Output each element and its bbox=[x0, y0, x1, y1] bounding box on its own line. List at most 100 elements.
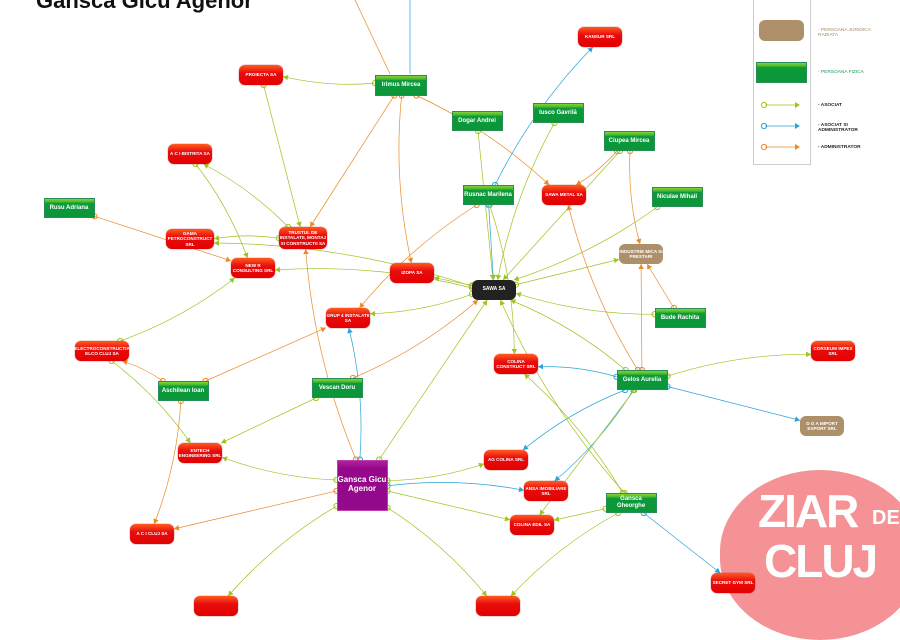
node-rusnac[interactable]: Rusnac Marilena bbox=[462, 185, 514, 205]
edge-arrowhead bbox=[587, 47, 593, 53]
node-gelos[interactable]: Gelos Aurelia bbox=[616, 370, 668, 390]
edge-arrowhead bbox=[613, 257, 619, 264]
edge-arrowhead bbox=[185, 437, 191, 443]
node-dogar[interactable]: Dogar Andrei bbox=[451, 111, 503, 131]
node-gama[interactable]: GAMA PETROCONSTRUCT SRL bbox=[166, 229, 214, 249]
node-agcolina[interactable]: AG COLINA SRL bbox=[484, 450, 528, 470]
edge-arrowhead bbox=[214, 235, 220, 241]
edge-arrowhead bbox=[481, 590, 487, 596]
node-corseum[interactable]: CORSEUM IMPEX SRL bbox=[811, 341, 855, 361]
edge-bude-sawa bbox=[515, 292, 658, 318]
edge-arrowhead bbox=[638, 264, 644, 270]
edge-arrowhead bbox=[516, 292, 522, 298]
node-secret[interactable]: SECRET GYM SRL bbox=[711, 573, 755, 593]
edge-arrowhead bbox=[243, 252, 249, 258]
edge-arrowhead bbox=[222, 456, 228, 462]
edge-arrowhead bbox=[407, 257, 414, 263]
watermark-de: DE bbox=[872, 507, 900, 529]
node-kansur[interactable]: KANSUR SRL bbox=[578, 27, 622, 47]
edge-gelos-ansa bbox=[554, 386, 637, 482]
edge-arrowhead bbox=[472, 300, 478, 306]
edge-arrowhead bbox=[153, 518, 159, 524]
node-vescan[interactable]: Vescan Doru bbox=[311, 378, 363, 398]
node-trustul[interactable]: TRUSTUL DE INSTALATII, MONTAJ SI CONSTRU… bbox=[279, 227, 327, 249]
edge-arrowhead bbox=[370, 310, 376, 317]
node-gheorghe[interactable]: Gansca Gheorghe bbox=[605, 493, 657, 513]
edge-arrowhead bbox=[221, 438, 227, 444]
edge-aschilean-grup4 bbox=[202, 327, 327, 385]
node-sawametal[interactable]: SAWA METAL SA bbox=[542, 185, 586, 205]
node-newr[interactable]: NEW R CONSULTING SRL bbox=[231, 258, 275, 278]
node-niculae[interactable]: Niculae Mihail bbox=[651, 187, 703, 207]
node-iusco[interactable]: Iusco Gavrilă bbox=[532, 103, 584, 123]
edge-irimus-izopa bbox=[398, 92, 414, 264]
watermark-cluj: CLUJ bbox=[764, 535, 878, 587]
edge-arrowhead bbox=[275, 266, 281, 273]
edge-arrowhead bbox=[503, 274, 509, 280]
node-bottom1[interactable] bbox=[194, 596, 238, 616]
edge-gelos-dga bbox=[664, 383, 801, 422]
edge-irimus-sawametal bbox=[413, 92, 550, 186]
node-dga[interactable]: D G A IMPORT EXPORT SRL bbox=[800, 416, 844, 436]
edge-arrowhead bbox=[518, 486, 524, 493]
node-acicluj[interactable]: A C I CLUJ SA bbox=[130, 524, 174, 544]
node-aschilean[interactable]: Aschilean Ioan bbox=[157, 381, 209, 401]
edge-arrowhead bbox=[228, 590, 234, 596]
edge-rusnac-colinaconstruct bbox=[486, 201, 518, 355]
edge-arrowhead bbox=[543, 179, 550, 185]
edge-arrowhead bbox=[310, 221, 316, 227]
node-bude[interactable]: Bude Rachita bbox=[654, 308, 706, 328]
node-irimus[interactable]: Irimus Mircea bbox=[375, 74, 427, 96]
edge-arrowhead bbox=[523, 444, 529, 450]
edge-sawa-izopa bbox=[433, 275, 476, 289]
edge-arrowhead bbox=[554, 475, 561, 481]
edge-gheorghe-secret bbox=[640, 509, 721, 574]
edge-arrowhead bbox=[359, 302, 365, 308]
edge-arrowhead bbox=[225, 256, 231, 262]
node-grup4[interactable]: GRUP 4 INSTALATII SA bbox=[326, 308, 370, 328]
node-bottom2[interactable] bbox=[476, 596, 520, 616]
edge-gelos-agcolina bbox=[522, 386, 629, 451]
edge-rusnac-sawa bbox=[485, 201, 496, 281]
edge-arrowhead bbox=[504, 515, 510, 522]
legend-asociat-label: - ASOCIAT bbox=[818, 103, 842, 108]
node-industrie[interactable]: INDUSTRIE MICA SI PRESTARI bbox=[619, 244, 663, 264]
edge-arrowhead bbox=[805, 351, 811, 358]
edge-elco-newr bbox=[117, 277, 236, 345]
edge-proiecta-trustul bbox=[260, 81, 302, 228]
edge-gansca-sawa bbox=[376, 299, 488, 463]
edge-bude-industrie bbox=[646, 263, 678, 312]
edge-arrowhead bbox=[576, 180, 582, 185]
legend-dissolved-swatch bbox=[759, 20, 804, 41]
edge-rusnac-grup4 bbox=[359, 201, 480, 309]
node-izopa[interactable]: IZOPA SA bbox=[390, 263, 434, 283]
legend-box bbox=[753, 0, 811, 165]
edge-arrowhead bbox=[489, 274, 496, 280]
node-entech[interactable]: ENTECH ENGINEERING SRL bbox=[178, 443, 222, 463]
edge-niculae-sawa bbox=[513, 203, 661, 282]
edge-arrowhead bbox=[122, 359, 128, 366]
node-rusu[interactable]: Rusu Adriana bbox=[43, 198, 95, 218]
watermark-ziar: ZIAR bbox=[758, 485, 859, 537]
node-elco[interactable]: ELECTROCONSTRUCTIA ELCO CLUJ SA bbox=[74, 341, 130, 361]
node-gansca[interactable]: Gansca Gicu Agenor bbox=[336, 459, 388, 511]
edge-irimus-proiecta bbox=[282, 74, 379, 87]
node-sawa[interactable]: SAWA SA bbox=[472, 280, 516, 300]
edge-vescan-entech bbox=[220, 394, 320, 444]
edge-arrowhead bbox=[566, 205, 573, 211]
edge-gansca-ansa bbox=[384, 482, 525, 493]
node-colinaedil[interactable]: COLINA EDIL SA bbox=[510, 515, 554, 535]
edge-arrowhead bbox=[524, 374, 530, 380]
edge-arrowhead bbox=[203, 163, 210, 169]
node-colinaconstruct[interactable]: COLINA CONSTRUCT SRL bbox=[494, 354, 538, 374]
node-acibistrita[interactable]: A C I BISTRITA SA bbox=[168, 144, 212, 164]
edge-arrowhead bbox=[510, 590, 517, 596]
edge-arrowhead bbox=[794, 416, 800, 422]
legend-person-swatch bbox=[756, 62, 807, 83]
node-ansa[interactable]: ANSA IMOBILIARE SRL bbox=[524, 481, 568, 501]
edge-gansca-bottom1 bbox=[227, 503, 340, 597]
node-ciupea[interactable]: Ciupea Mircea bbox=[603, 131, 655, 151]
node-proiecta[interactable]: PROIECTA SA bbox=[239, 65, 283, 85]
edge-arrowhead bbox=[513, 275, 520, 282]
edge-gansca-entech bbox=[221, 456, 340, 484]
